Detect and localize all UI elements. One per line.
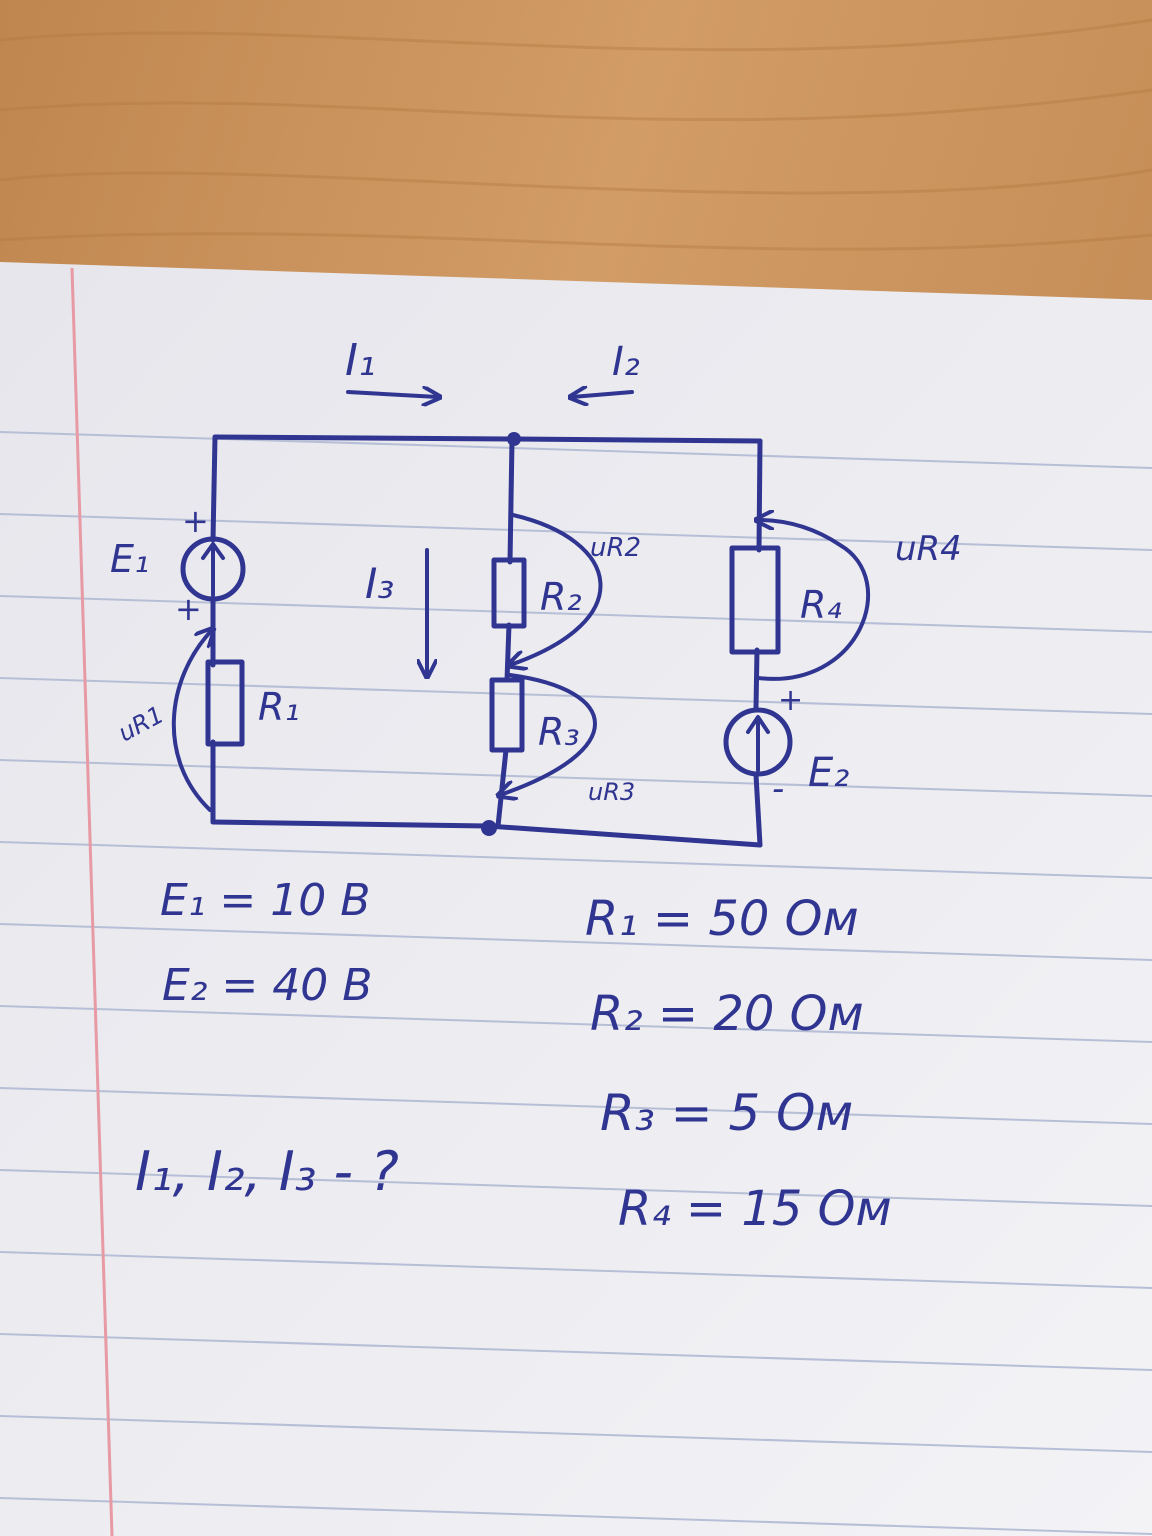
ruled-line bbox=[0, 1169, 1152, 1207]
ruled-line bbox=[0, 431, 1152, 469]
e2-minus: - bbox=[772, 769, 784, 809]
given-r3: R₃ = 5 Ом bbox=[600, 1084, 853, 1142]
ruled-line bbox=[0, 759, 1152, 797]
r3-label: R₃ bbox=[538, 710, 580, 754]
ruled-line bbox=[0, 841, 1152, 879]
i3-label: I₃ bbox=[365, 559, 394, 608]
ur4-arrow bbox=[758, 520, 871, 681]
e1-plus-top: + bbox=[182, 502, 209, 540]
r4-resistor-symbol bbox=[729, 545, 781, 655]
i2-label: I₂ bbox=[612, 339, 640, 385]
e2-source-symbol bbox=[723, 707, 793, 777]
e1-plus-bottom: + bbox=[175, 590, 202, 628]
ur4-label: uR4 bbox=[895, 529, 962, 569]
ruled-line bbox=[0, 1415, 1152, 1453]
ruled-line bbox=[0, 1333, 1152, 1371]
ruled-line bbox=[0, 1497, 1152, 1535]
givens: E₁ = 10 B E₂ = 40 B R₁ = 50 Ом R₂ = 20 О… bbox=[135, 875, 892, 1237]
margin-line bbox=[70, 267, 114, 1536]
r1-resistor-symbol bbox=[205, 659, 245, 747]
given-r1: R₁ = 50 Ом bbox=[585, 891, 859, 947]
ruled-line bbox=[0, 1005, 1152, 1043]
i1-arrow bbox=[346, 392, 438, 397]
e1-source-symbol bbox=[180, 536, 246, 602]
ur2-label: uR2 bbox=[590, 533, 641, 563]
ur3-label: uR3 bbox=[588, 778, 635, 806]
ruled-line bbox=[0, 513, 1152, 551]
e2-label: E₂ bbox=[808, 750, 849, 796]
i1-label: I₁ bbox=[345, 335, 376, 386]
ruled-line bbox=[0, 1087, 1152, 1125]
ruled-lines bbox=[0, 431, 1152, 1535]
given-e1: E₁ = 10 B bbox=[160, 875, 370, 926]
e1-label: E₁ bbox=[110, 537, 149, 581]
e2-plus: + bbox=[778, 683, 803, 718]
r2-resistor-symbol bbox=[491, 557, 527, 629]
given-r2: R₂ = 20 Ом bbox=[590, 986, 864, 1042]
wood-grain bbox=[0, 18, 1152, 251]
given-e2: E₂ = 40 B bbox=[162, 960, 372, 1011]
ruled-line bbox=[0, 1251, 1152, 1289]
ruled-line bbox=[0, 595, 1152, 633]
junction-top bbox=[507, 432, 521, 446]
paper-sheet bbox=[0, 262, 1152, 1536]
r2-label: R₂ bbox=[540, 575, 582, 619]
ur2-arrow bbox=[510, 513, 603, 665]
r1-label: R₁ bbox=[258, 685, 300, 729]
given-r4: R₄ = 15 Ом bbox=[618, 1181, 892, 1237]
r3-resistor-symbol bbox=[489, 677, 525, 753]
ur3-arrow bbox=[500, 673, 597, 795]
r4-label: R₄ bbox=[800, 583, 842, 627]
junction-bottom bbox=[481, 820, 497, 836]
ruled-line bbox=[0, 923, 1152, 961]
ur1-arrow bbox=[171, 630, 212, 812]
i2-arrow bbox=[572, 392, 634, 397]
question: I₁, I₂, I₃ - ? bbox=[135, 1140, 399, 1203]
